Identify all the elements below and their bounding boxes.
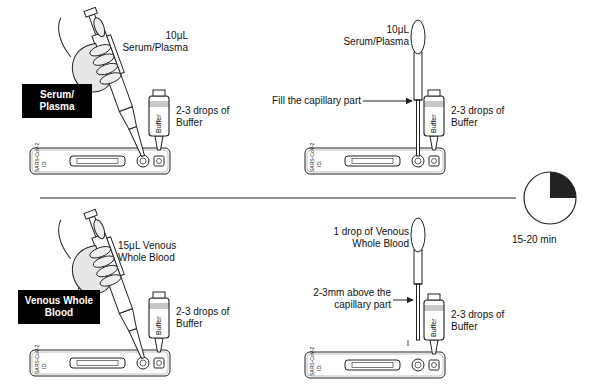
gap-mark xyxy=(408,340,409,346)
id-text: ID: xyxy=(317,161,322,167)
buffer-note: 2-3 drops of Buffer xyxy=(451,309,506,332)
test-cassette xyxy=(30,148,170,174)
buffer-bottle xyxy=(149,292,169,352)
section-label-box: Serum/ Plasma xyxy=(22,84,92,118)
bottle-text: Buffer xyxy=(430,318,437,337)
bottle-text: Buffer xyxy=(155,316,162,335)
id-text: ID: xyxy=(317,365,322,371)
buffer-note: 2-3 drops of Buffer xyxy=(451,105,506,128)
callout-text: Fill the capillary part xyxy=(240,95,361,107)
section-label: Serum/ Plasma xyxy=(28,89,86,113)
section-label: Venous Whole Blood xyxy=(24,295,94,319)
bottle-text: Buffer xyxy=(155,114,162,133)
section-label-box: Venous Whole Blood xyxy=(18,290,100,324)
volume-note: 10μL Serum/Plasma xyxy=(118,30,188,53)
capillary-dropper xyxy=(411,20,425,156)
test-cassette xyxy=(30,350,170,376)
buffer-bottle xyxy=(424,294,444,354)
bottle-text: Buffer xyxy=(430,114,437,133)
test-cassette xyxy=(305,352,445,378)
buffer-note: 2-3 drops of Buffer xyxy=(176,306,231,329)
buffer-bottle xyxy=(424,90,444,150)
volume-note: 15μL Venous Whole Blood xyxy=(118,240,196,263)
cassette-text: SARS-CoV-2 xyxy=(310,143,315,172)
id-text: ID: xyxy=(42,161,47,167)
volume-note: 1 drop of Venous Whole Blood xyxy=(320,226,409,249)
buffer-note: 2-3 drops of Buffer xyxy=(176,105,231,128)
cassette-text: SARS-CoV-2 xyxy=(35,143,40,172)
volume-note: 10μL Serum/Plasma xyxy=(325,24,409,47)
callout-text: 2-3mm above the capillary part xyxy=(300,287,391,310)
cassette-text: SARS-CoV-2 xyxy=(310,347,315,376)
timer-icon xyxy=(524,172,576,224)
capillary-dropper xyxy=(411,218,425,340)
divider-line xyxy=(40,198,516,199)
callout-arrow xyxy=(363,101,412,102)
test-cassette xyxy=(305,148,445,174)
cassette-text: SARS-CoV-2 xyxy=(35,345,40,374)
buffer-bottle xyxy=(149,90,169,150)
callout-arrow xyxy=(393,300,413,301)
time-label: 15-20 min xyxy=(512,234,592,246)
id-text: ID: xyxy=(42,363,47,369)
